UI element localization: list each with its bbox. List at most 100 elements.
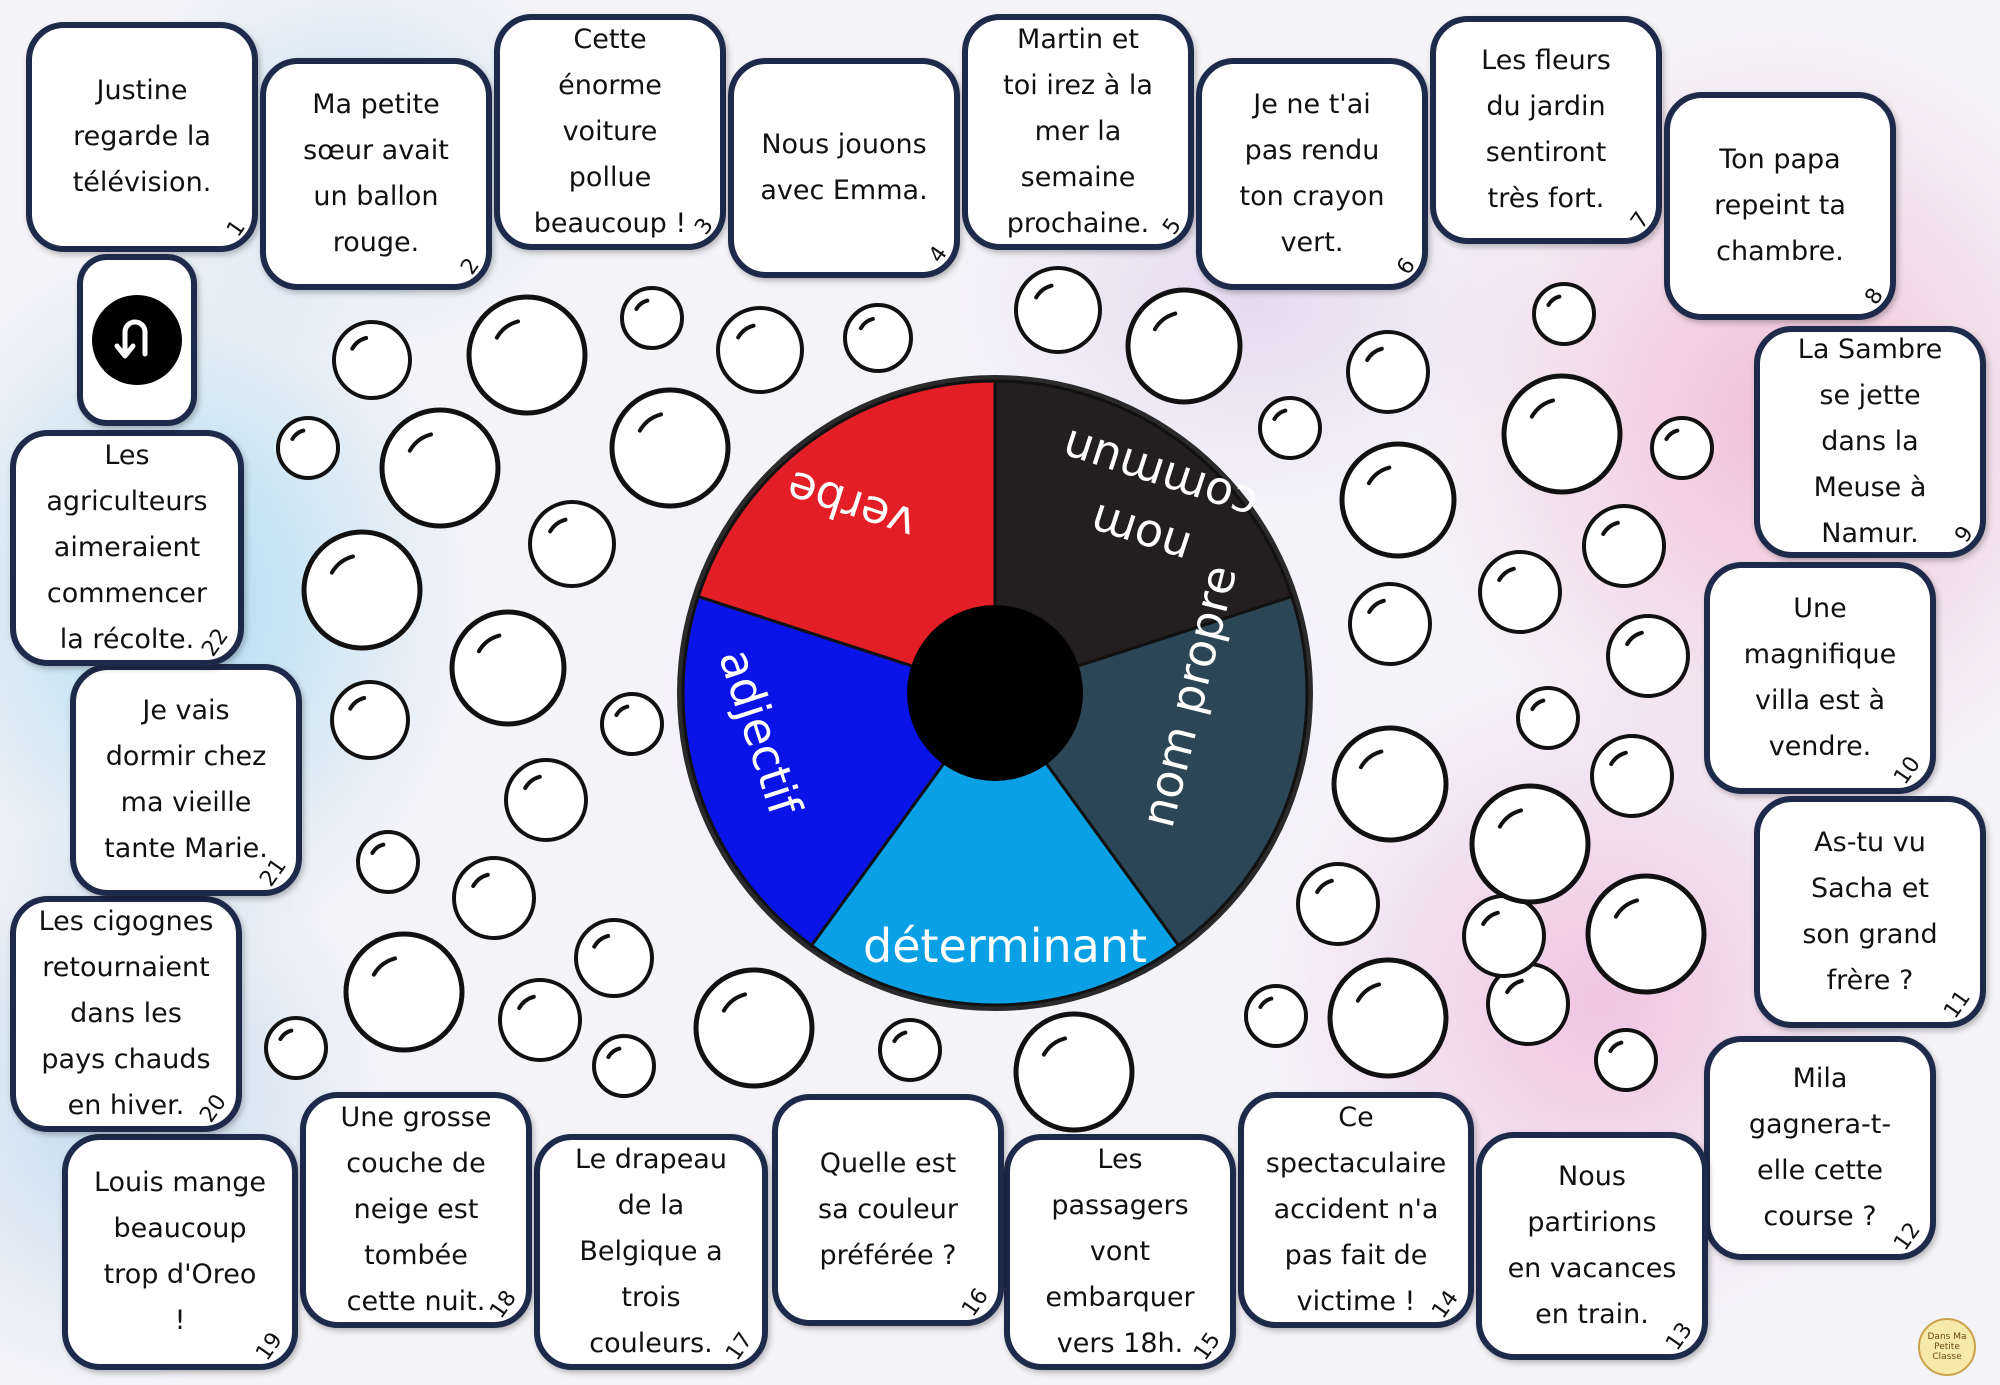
bubble-highlight — [1366, 465, 1392, 486]
card-text: Ce spectaculaire accident n'a pas fait d… — [1265, 1102, 1447, 1317]
bubble-circle — [1013, 1011, 1135, 1133]
sentence-card-20[interactable]: Les cigognes retournaient dans les pays … — [10, 896, 242, 1132]
card-text: Une magnifique villa est à vendre. — [1743, 593, 1897, 762]
sentence-card-8[interactable]: Ton papa repeint ta chambre. 8 — [1664, 92, 1896, 320]
bubble-highlight — [329, 554, 355, 575]
sentence-card-17[interactable]: Le drapeau de la Belgique a trois couleu… — [534, 1134, 768, 1370]
card-number: 16 — [957, 1284, 994, 1322]
sentence-card-22[interactable]: Les agriculteurs aimeraient commencer la… — [10, 430, 244, 666]
brand-logo: Dans Ma Petite Classe — [1918, 1318, 1976, 1376]
card-number: 5 — [1158, 213, 1187, 240]
card-text: La Sambre se jette dans la Meuse à Namur… — [1797, 334, 1943, 549]
card-number: 1 — [222, 215, 251, 242]
sentence-card-16[interactable]: Quelle est sa couleur préférée ? 16 — [772, 1094, 1004, 1326]
card-number: 12 — [1889, 1218, 1926, 1256]
sentence-card-1[interactable]: Justine regarde la télévision. 1 — [26, 22, 258, 252]
bubble-circle — [301, 529, 423, 651]
card-text: Ma petite sœur avait un ballon rouge. — [303, 89, 449, 258]
bubble-highlight — [1367, 598, 1386, 614]
sentence-card-2[interactable]: Ma petite sœur avait un ballon rouge. 2 — [260, 58, 492, 290]
card-text: Ton papa repeint ta chambre. — [1714, 144, 1846, 267]
sentence-card-18[interactable]: Une grosse couche de neige est tombée ce… — [300, 1092, 532, 1328]
wheel-center — [907, 605, 1083, 781]
bubble-circle — [1585, 873, 1707, 995]
card-number: 3 — [690, 213, 719, 240]
card-number: 7 — [1626, 207, 1655, 234]
bubble-circle — [843, 303, 913, 373]
bubble-highlight — [1505, 978, 1524, 994]
sentence-card-15[interactable]: Les passagers vont embarquer vers 18h. 1… — [1004, 1134, 1236, 1370]
bubble-circle — [343, 931, 465, 1053]
sentence-card-13[interactable]: Nous partirions en vacances en train. 13 — [1476, 1132, 1708, 1360]
bubble-circle — [1650, 416, 1714, 480]
bubble-circle — [1125, 287, 1243, 405]
bubble-highlight — [1625, 630, 1644, 646]
spinner-wheel[interactable]: verbe nom commun nom propre déterminant … — [675, 373, 1315, 1013]
bubble-highlight — [1601, 520, 1620, 536]
bubble-circle — [330, 680, 410, 760]
bubble-highlight — [1315, 878, 1334, 894]
sentence-card-19[interactable]: Louis mange beaucoup trop d'Oreo ! 19 — [62, 1134, 298, 1370]
wheel-segment — [809, 690, 1181, 1007]
bubble-circle — [1516, 686, 1580, 750]
wheel-segment — [696, 379, 997, 696]
card-number: 15 — [1189, 1328, 1226, 1366]
card-number: 18 — [485, 1286, 522, 1324]
card-number: 17 — [721, 1328, 758, 1366]
bubble-highlight — [476, 633, 502, 654]
bubble-highlight — [1608, 1040, 1624, 1053]
logo-text: Dans Ma Petite Classe — [1927, 1332, 1967, 1362]
bubble-circle — [1331, 725, 1449, 843]
sentence-card-7[interactable]: Les fleurs du jardin sentiront très fort… — [1430, 16, 1662, 244]
bubble-circle — [379, 407, 501, 529]
bubble-highlight — [592, 933, 611, 949]
sentence-card-9[interactable]: La Sambre se jette dans la Meuse à Namur… — [1754, 326, 1986, 558]
bubble-highlight — [1034, 283, 1054, 300]
bubble-circle — [1594, 1028, 1658, 1092]
bubble-highlight — [1041, 1036, 1067, 1057]
bubble-highlight — [614, 704, 630, 717]
bubble-circle — [528, 500, 616, 588]
bubble-circle — [276, 416, 340, 480]
bubble-highlight — [523, 774, 542, 790]
sentence-card-3[interactable]: Cette énorme voiture pollue beaucoup ! 3 — [494, 14, 726, 250]
sentence-card-5[interactable]: Martin et toi irez à la mer la semaine p… — [962, 14, 1194, 250]
bubble-highlight — [1152, 311, 1178, 332]
bubble-circle — [1469, 783, 1591, 905]
card-number: 6 — [1392, 253, 1421, 280]
sentence-card-11[interactable]: As-tu vu Sacha et son grand frère ? 11 — [1754, 796, 1986, 1028]
bubble-circle — [609, 387, 731, 509]
sentence-card-12[interactable]: Mila gagnera-t- elle cette course ? 12 — [1704, 1036, 1936, 1260]
bubble-highlight — [1497, 808, 1523, 829]
bubble-circle — [1346, 330, 1430, 414]
bubble-highlight — [1613, 898, 1639, 919]
card-text: Les fleurs du jardin sentiront très fort… — [1481, 45, 1611, 214]
bubble-highlight — [634, 298, 650, 311]
sentence-card-10[interactable]: Une magnifique villa est à vendre. 10 — [1704, 562, 1936, 794]
card-number: 4 — [924, 241, 953, 268]
bubble-highlight — [606, 1046, 622, 1059]
wheel-segment — [993, 379, 1294, 696]
bubble-highlight — [1355, 982, 1381, 1003]
bubble-highlight — [471, 872, 490, 888]
card-text: Les passagers vont embarquer vers 18h. — [1045, 1144, 1195, 1359]
card-text: Justine regarde la télévision. — [72, 75, 212, 198]
bubble-circle — [356, 830, 420, 894]
bubble-highlight — [371, 956, 397, 977]
sentence-card-14[interactable]: Ce spectaculaire accident n'a pas fait d… — [1238, 1092, 1474, 1328]
sentence-card-6[interactable]: Je ne t'ai pas rendu ton crayon vert. 6 — [1196, 58, 1428, 290]
card-number: 2 — [456, 253, 485, 280]
card-text: Une grosse couche de neige est tombée ce… — [340, 1102, 492, 1317]
sentence-card-21[interactable]: Je vais dormir chez ma vieille tante Mar… — [70, 664, 302, 896]
bubble-circle — [574, 918, 654, 998]
card-text: Nous jouons avec Emma. — [760, 129, 928, 206]
return-card[interactable] — [77, 254, 197, 426]
bubble-circle — [1339, 441, 1457, 559]
bubble-circle — [449, 609, 567, 727]
sentence-card-4[interactable]: Nous jouons avec Emma. 4 — [728, 58, 960, 278]
bubble-circle — [1327, 957, 1449, 1079]
bubble-highlight — [1365, 346, 1384, 362]
bubble-circle — [1462, 894, 1546, 978]
card-text: Le drapeau de la Belgique a trois couleu… — [575, 1144, 727, 1359]
